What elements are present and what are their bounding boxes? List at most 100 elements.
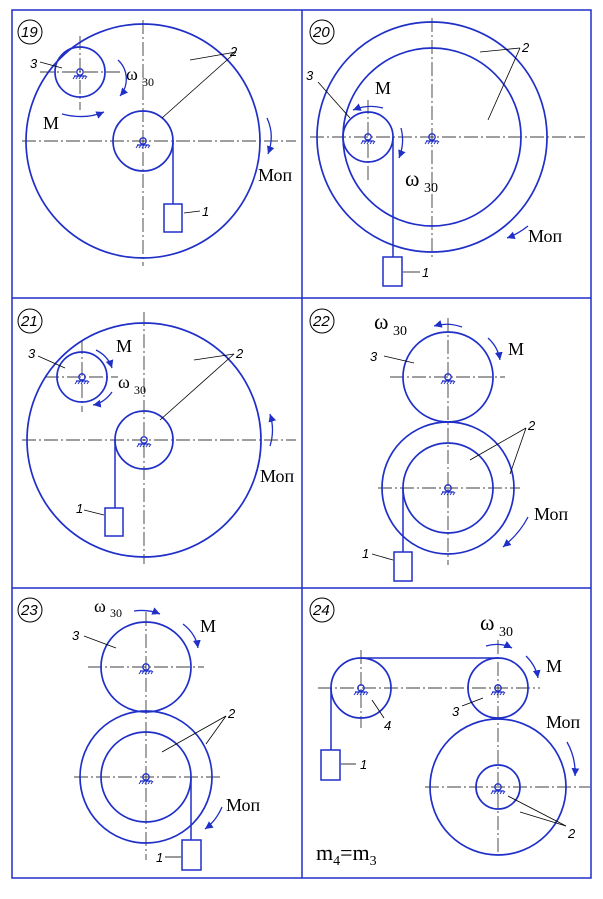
panel-number: 20 xyxy=(312,24,330,41)
resist-label: Моп xyxy=(534,504,569,524)
omega-label: ω xyxy=(374,309,388,334)
wheel-3 xyxy=(54,46,106,98)
omega-subscript: 30 xyxy=(499,625,513,640)
omega-subscript: 30 xyxy=(393,324,407,339)
resist-arrow xyxy=(566,741,580,777)
wheel-2-outer xyxy=(316,21,548,253)
formula-m3-sub: 3 xyxy=(370,854,377,869)
label-2: 2 xyxy=(235,346,244,361)
panel-number-badge xyxy=(309,19,335,45)
moment-label: M xyxy=(508,339,524,359)
omega-label: ω xyxy=(94,596,106,616)
panel-number: 19 xyxy=(21,24,38,41)
panel-number-badge xyxy=(17,308,43,334)
label-4: 4 xyxy=(384,718,391,733)
label-1: 1 xyxy=(202,204,209,219)
moment-label: M xyxy=(546,656,562,676)
label-2: 2 xyxy=(521,40,530,55)
label-3: 3 xyxy=(370,349,378,364)
omega-arrow xyxy=(398,127,406,159)
panel-number-badge xyxy=(17,597,43,623)
leaders xyxy=(371,355,527,561)
centerlines xyxy=(22,312,296,564)
centerlines xyxy=(318,640,590,852)
moment-label: M xyxy=(375,78,391,98)
moment-label: M xyxy=(43,113,59,133)
load-1 xyxy=(104,507,124,537)
wheel-2-outer xyxy=(25,23,261,259)
omega-arrow xyxy=(133,607,161,615)
panel-number: 23 xyxy=(20,602,38,619)
wheel-3 xyxy=(100,621,192,713)
centerlines xyxy=(378,318,520,565)
moment-arrow xyxy=(525,655,541,679)
resist-label: Моп xyxy=(226,795,261,815)
omega-label: ω xyxy=(480,610,494,635)
omega-label: ω xyxy=(405,166,419,191)
panel-19: 19 2 3 1 M ω 30 Моп xyxy=(17,19,296,266)
label-3: 3 xyxy=(306,68,314,83)
leaders xyxy=(83,635,227,858)
wheel-2-outer xyxy=(381,421,515,555)
omega-arrow xyxy=(92,391,113,408)
omega-subscript: 30 xyxy=(110,606,122,620)
resist-arrow xyxy=(506,225,529,239)
mass-equality-formula: m4=m3 xyxy=(316,840,377,869)
wheel-2-hub xyxy=(475,764,521,810)
formula-m4-sub: 4 xyxy=(333,854,340,869)
wheel-2-outer xyxy=(26,322,262,558)
load-1 xyxy=(181,839,202,871)
label-3: 3 xyxy=(72,628,80,643)
load-1 xyxy=(382,256,403,287)
panel-number: 24 xyxy=(312,602,330,619)
omega-label: ω xyxy=(118,372,130,392)
omega-arrow xyxy=(433,320,463,328)
moment-arrow xyxy=(61,111,105,119)
wheel-2-outer xyxy=(79,710,213,844)
moment-arrow xyxy=(182,623,201,649)
label-1: 1 xyxy=(422,265,429,280)
moment-arrow xyxy=(487,337,503,361)
panel-number-badge xyxy=(309,308,335,334)
moment-arrow xyxy=(352,103,384,111)
omega-label: ω xyxy=(126,64,138,84)
resist-arrow xyxy=(268,413,277,447)
panel-22: 22 3 2 1 ω 30 M Моп xyxy=(309,308,569,582)
centerlines xyxy=(22,20,296,266)
label-3: 3 xyxy=(30,56,38,71)
label-3: 3 xyxy=(28,346,36,361)
omega-arrow xyxy=(117,59,129,97)
label-1: 1 xyxy=(156,850,163,865)
panel-24: 24 4 3 2 1 ω 30 M Мо xyxy=(309,597,590,869)
panel-number-badge xyxy=(309,597,335,623)
resist-arrow xyxy=(502,516,529,548)
omega-arrow xyxy=(485,641,513,649)
panel-number: 21 xyxy=(20,313,38,330)
resist-arrow xyxy=(204,806,223,830)
formula-m4: m xyxy=(316,840,333,865)
sheet-frame xyxy=(11,9,592,879)
label-2: 2 xyxy=(229,44,238,59)
centerlines xyxy=(74,612,220,860)
load-1 xyxy=(320,749,341,781)
panel-20: 20 2 3 1 M ω 30 Моп xyxy=(306,18,585,287)
formula-eq-m: =m xyxy=(340,840,370,865)
leaders xyxy=(39,51,237,214)
label-2: 2 xyxy=(227,706,236,721)
resist-arrow xyxy=(266,117,275,155)
resist-label: Моп xyxy=(528,226,563,246)
moment-label: M xyxy=(200,616,216,636)
load-1 xyxy=(393,551,413,582)
label-2: 2 xyxy=(567,826,576,841)
panel-23: 23 3 2 1 ω 30 M Моп xyxy=(17,596,261,871)
wheel-3 xyxy=(56,351,108,403)
omega-subscript: 30 xyxy=(134,383,146,397)
label-1: 1 xyxy=(76,501,83,516)
bearing-icon xyxy=(136,436,152,448)
load-1 xyxy=(163,203,183,233)
resist-label: Моп xyxy=(258,165,293,185)
panel-21: 21 2 3 1 M ω 30 Моп xyxy=(17,308,296,564)
panel-number: 22 xyxy=(312,313,330,330)
panel-number-badge xyxy=(17,19,43,45)
